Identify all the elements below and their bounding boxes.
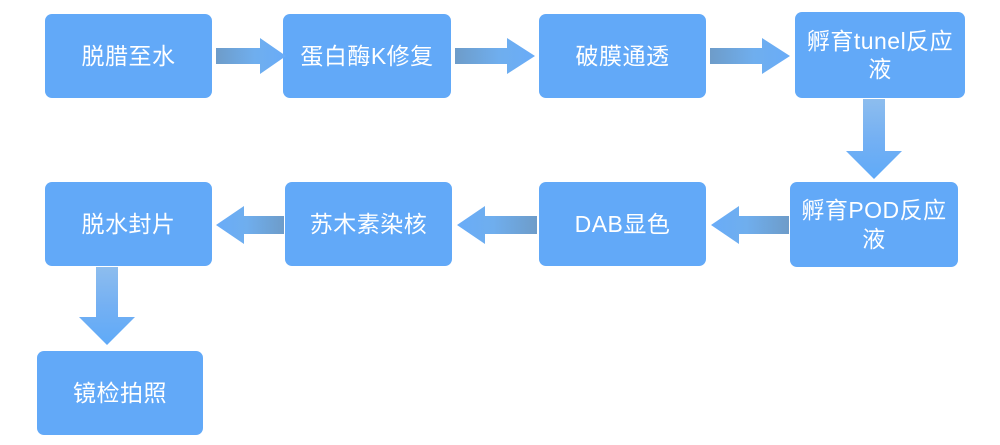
flow-node-label: 苏木素染核 [309, 210, 428, 237]
arrow-left-shape [457, 206, 537, 244]
flow-node-label: DAB显色 [574, 210, 671, 237]
arrow-right-shape [455, 38, 535, 74]
flow-node-4[interactable]: 孵育tunel反应液 [795, 12, 965, 98]
flow-node-6[interactable]: DAB显色 [539, 182, 706, 266]
flow-arrow-1 [216, 38, 286, 74]
flow-node-label: 脱腊至水 [81, 42, 176, 69]
flow-node-7[interactable]: 苏木素染核 [285, 182, 452, 266]
arrow-down-shape [846, 99, 902, 179]
flow-arrow-4 [846, 99, 902, 179]
arrow-right-shape [216, 38, 286, 74]
flow-arrow-5 [711, 206, 789, 244]
flow-node-label: 脱水封片 [81, 210, 176, 237]
flow-arrow-8 [79, 267, 135, 345]
flow-node-label: 孵育tunel反应液 [806, 27, 954, 82]
flow-node-8[interactable]: 脱水封片 [45, 182, 212, 266]
arrow-left-shape [216, 206, 284, 244]
flow-node-9[interactable]: 镜检拍照 [37, 351, 203, 435]
arrow-right-shape [710, 38, 790, 74]
flow-node-2[interactable]: 蛋白酶K修复 [283, 14, 451, 98]
flow-node-label: 蛋白酶K修复 [300, 42, 434, 69]
flow-arrow-2 [455, 38, 535, 74]
arrow-down-shape [79, 267, 135, 345]
flow-node-1[interactable]: 脱腊至水 [45, 14, 212, 98]
flow-arrow-3 [710, 38, 790, 74]
flow-node-label: 孵育POD反应液 [801, 197, 947, 252]
flow-arrow-7 [216, 206, 284, 244]
flow-arrow-6 [457, 206, 537, 244]
flow-node-5[interactable]: 孵育POD反应液 [790, 182, 958, 267]
flow-node-label: 镜检拍照 [73, 379, 167, 406]
arrow-left-shape [711, 206, 789, 244]
flow-node-label: 破膜通透 [575, 42, 670, 69]
flow-node-3[interactable]: 破膜通透 [539, 14, 706, 98]
